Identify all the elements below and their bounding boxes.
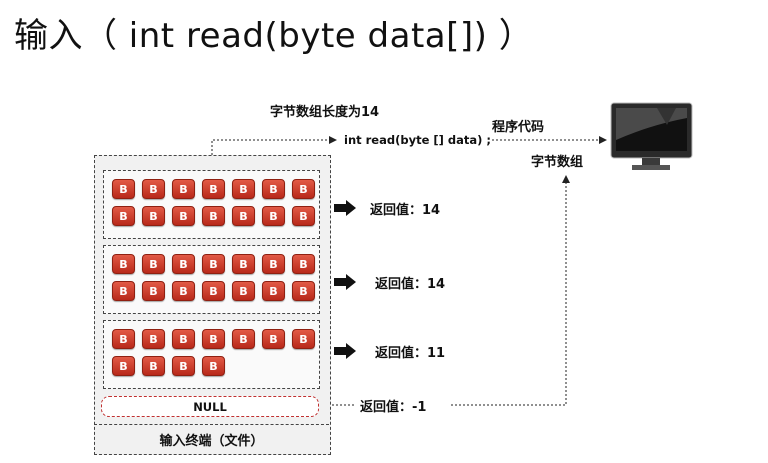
byte-block: B [112, 179, 135, 199]
byte-block: B [202, 254, 225, 274]
byte-block: B [232, 206, 255, 226]
byte-block: B [142, 179, 165, 199]
byte-block: B [202, 356, 225, 376]
byte-block: B [292, 329, 315, 349]
byte-block: B [262, 254, 285, 274]
byte-block: B [232, 329, 255, 349]
return-to-array-connector [451, 175, 570, 406]
byte-array-label: 字节数组 [531, 155, 584, 170]
return-value-2: 返回值：14 [375, 277, 446, 292]
byte-length-label: 字节数组长度为14 [270, 105, 380, 120]
byte-block: B [292, 281, 315, 301]
byte-block: B [262, 281, 285, 301]
return-value-eof: 返回值：-1 [360, 400, 427, 415]
byte-block: B [232, 281, 255, 301]
byte-block: B [142, 329, 165, 349]
byte-block: B [232, 254, 255, 274]
byte-block: B [142, 254, 165, 274]
byte-block: B [142, 281, 165, 301]
byte-block: B [172, 206, 195, 226]
byte-block: B [262, 179, 285, 199]
byte-block: B [112, 254, 135, 274]
byte-block: B [112, 206, 135, 226]
byte-block: B [112, 281, 135, 301]
byte-block: B [142, 356, 165, 376]
page-title: 输入（ int read(byte data[]) ） [14, 16, 534, 56]
program-code-label: 程序代码 [492, 120, 545, 135]
right-arrow-icon [334, 343, 356, 359]
return-value-1: 返回值：14 [370, 203, 441, 218]
byte-block: B [292, 206, 315, 226]
byte-block: B [202, 206, 225, 226]
byte-block: B [172, 329, 195, 349]
null-block: NULL [101, 396, 319, 417]
byte-block: B [172, 281, 195, 301]
device-label: 输入终端（文件） [94, 424, 329, 453]
byte-block: B [262, 206, 285, 226]
right-arrow-icon [334, 274, 356, 290]
byte-block: B [172, 254, 195, 274]
byte-block: B [202, 179, 225, 199]
right-arrow-icon [334, 200, 356, 216]
byte-block: B [142, 206, 165, 226]
byte-block: B [112, 329, 135, 349]
byte-block: B [292, 179, 315, 199]
byte-block: B [112, 356, 135, 376]
return-value-3: 返回值：11 [375, 346, 446, 361]
byte-block: B [202, 281, 225, 301]
byte-block: B [232, 179, 255, 199]
byte-block: B [262, 329, 285, 349]
byte-block: B [172, 179, 195, 199]
byte-block: B [172, 356, 195, 376]
code-line: int read(byte [] data) ; [344, 133, 492, 147]
byte-block: B [202, 329, 225, 349]
byte-block: B [292, 254, 315, 274]
read-call-connector [211, 136, 337, 155]
computer-monitor-icon [610, 102, 693, 170]
